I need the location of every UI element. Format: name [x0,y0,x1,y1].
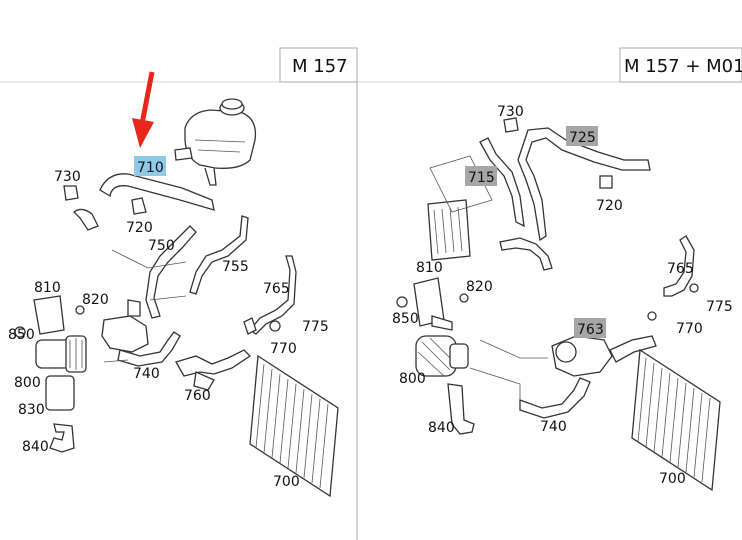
heat-exchanger [427,155,493,261]
label-800-left[interactable]: 800 [14,375,41,391]
left-panel-drawing [14,98,339,498]
label-800-right[interactable]: 800 [399,371,426,387]
highlight-763 [574,318,606,338]
label-725[interactable]: 725 [569,130,596,146]
radiator-700-right [631,348,721,492]
hose-765-right [663,235,695,297]
clip-730 [63,185,79,201]
panel-frames [0,47,742,540]
left-labels: 710 730 720 750 755 765 775 770 810 820 … [8,160,329,490]
right-labels: 730 725 715 720 810 765 820 775 850 763 … [392,104,733,487]
damper-830 [45,375,75,411]
bracket-810 [33,295,65,335]
right-panel-drawing [396,117,721,492]
strap-840-right [447,383,475,435]
hose-725 [517,127,651,242]
label-700-left[interactable]: 700 [273,474,300,490]
label-730-right[interactable]: 730 [497,104,524,120]
module-763 [551,335,657,377]
label-765-right[interactable]: 765 [667,261,694,277]
label-700-right[interactable]: 700 [659,471,686,487]
radiator-700 [249,354,339,498]
highlight-725 [566,126,598,146]
label-830[interactable]: 830 [18,402,45,418]
hose-710 [99,173,215,211]
right-panel-title: M 157 + M014 [624,56,742,77]
label-720-left[interactable]: 720 [126,220,153,236]
label-763[interactable]: 763 [577,322,604,338]
label-850-right[interactable]: 850 [392,311,419,327]
label-710[interactable]: 710 [137,160,164,176]
hose-715 [479,137,525,228]
highlight-710 [134,156,166,176]
hose-740-right [519,377,591,419]
aux-pump-800 [35,335,87,373]
label-730-left[interactable]: 730 [54,169,81,185]
label-720-right[interactable]: 720 [596,198,623,214]
clip-720 [131,197,147,215]
label-750[interactable]: 750 [148,238,175,254]
aux-pump-800-right [415,335,469,377]
label-810-left[interactable]: 810 [34,280,61,296]
label-820-right[interactable]: 820 [466,279,493,295]
label-755[interactable]: 755 [222,259,249,275]
label-770-right[interactable]: 770 [676,321,703,337]
label-760[interactable]: 760 [184,388,211,404]
label-715[interactable]: 715 [468,170,495,186]
label-740-right[interactable]: 740 [540,419,567,435]
label-850-left[interactable]: 850 [8,327,35,343]
hose-760 [175,349,252,377]
hose-750 [145,225,197,319]
left-panel-title: M 157 [292,56,348,77]
pointer-arrow [132,71,155,148]
strap-840 [49,423,75,453]
label-775-right[interactable]: 775 [706,299,733,315]
label-740-left[interactable]: 740 [133,366,160,382]
hose-755 [189,215,249,295]
label-840-right[interactable]: 840 [428,420,455,436]
label-820-left[interactable]: 820 [82,292,109,308]
label-765-left[interactable]: 765 [263,281,290,297]
hose-740 [117,331,181,367]
label-810-right[interactable]: 810 [416,260,443,276]
label-775-left[interactable]: 775 [302,319,329,335]
highlight-715 [465,166,497,186]
expansion-tank [174,98,257,186]
label-770-left[interactable]: 770 [270,341,297,357]
label-840-left[interactable]: 840 [22,439,49,455]
